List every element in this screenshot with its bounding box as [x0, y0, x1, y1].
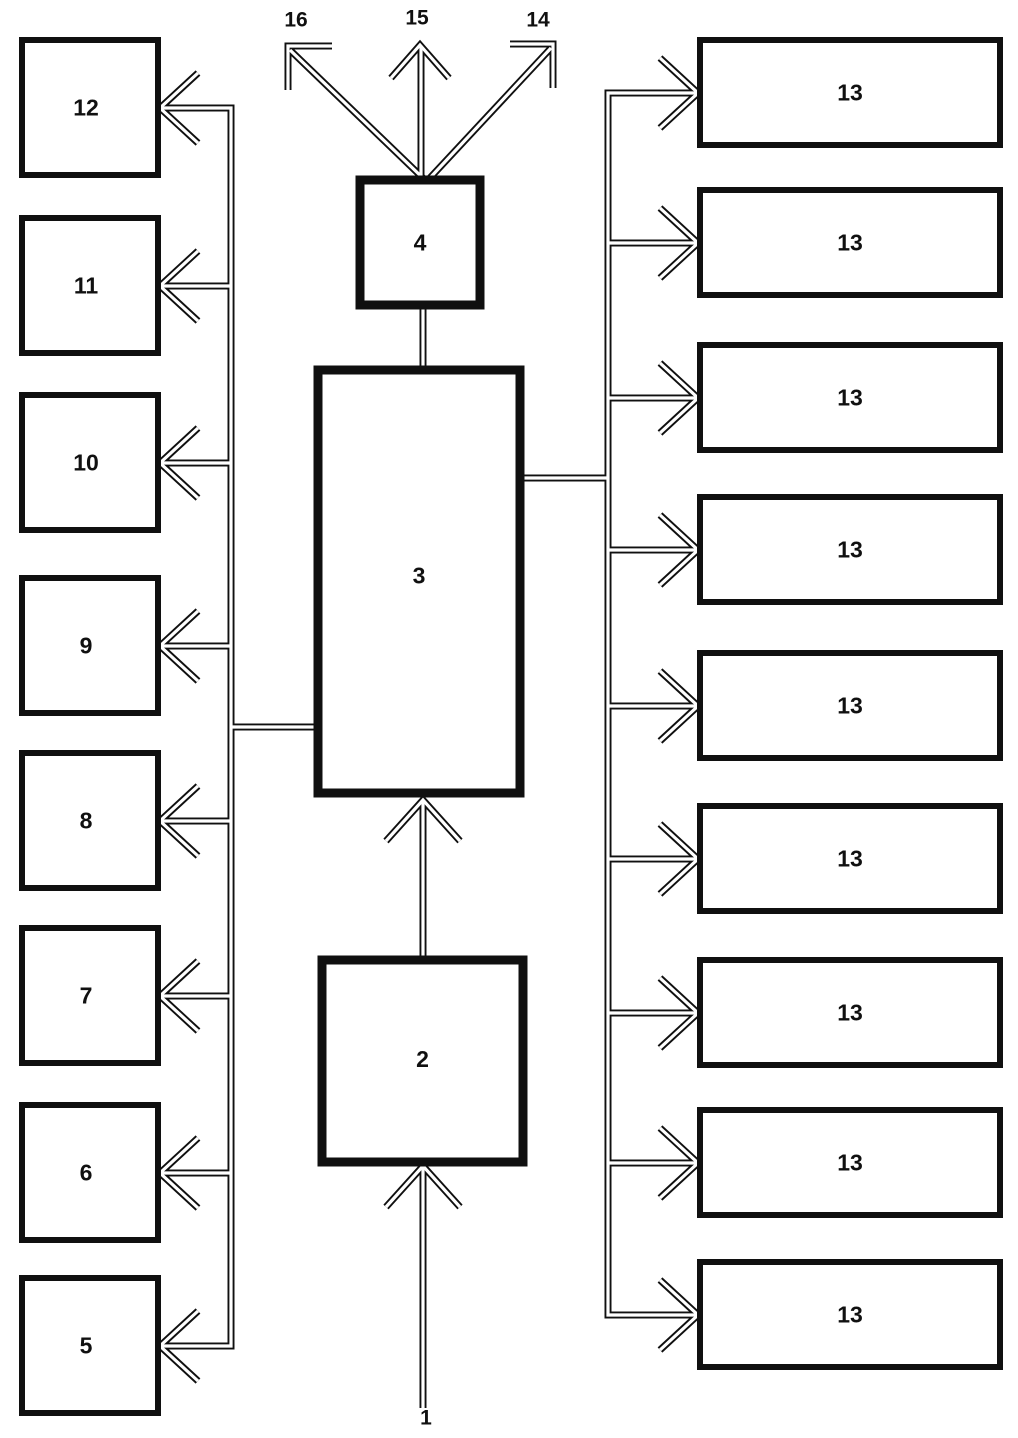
right-box	[697, 650, 1003, 761]
output-up-arrow-label: 15	[405, 7, 429, 30]
left-box-label: 6	[80, 1160, 93, 1186]
left-box-label: 10	[73, 450, 99, 476]
right-box	[697, 1107, 1003, 1218]
right-box-label: 13	[837, 846, 863, 872]
left-box	[19, 750, 161, 891]
left-box	[19, 1102, 161, 1243]
right-box	[697, 187, 1003, 298]
left-box-label: 7	[80, 983, 93, 1009]
right-box-label: 13	[837, 693, 863, 719]
left-box-label: 12	[73, 95, 99, 121]
right-box-label: 13	[837, 537, 863, 563]
left-box	[19, 925, 161, 1066]
left-box	[19, 575, 161, 716]
right-box-label: 13	[837, 230, 863, 256]
left-box-label: 8	[80, 808, 93, 834]
connector-core	[384, 797, 462, 843]
connector-core	[389, 42, 451, 80]
main-center-box-label: 3	[413, 563, 426, 589]
right-box	[697, 803, 1003, 914]
left-box	[19, 1275, 161, 1416]
bottom-center-box-label: 2	[416, 1046, 429, 1072]
left-box-label: 5	[80, 1333, 93, 1359]
connector-core	[288, 48, 427, 182]
right-box-label: 13	[837, 1302, 863, 1328]
right-box	[697, 1259, 1003, 1370]
right-box-label: 13	[837, 80, 863, 106]
left-box	[19, 215, 161, 356]
left-box-label: 11	[74, 273, 99, 299]
right-box	[697, 37, 1003, 148]
left-box	[19, 37, 161, 178]
right-box	[697, 494, 1003, 605]
connector-core	[510, 42, 555, 88]
right-box	[697, 957, 1003, 1068]
output-left-arrow-label: 16	[284, 9, 307, 32]
connector-core	[426, 46, 553, 182]
left-box-label: 9	[80, 633, 93, 659]
bottom-center-box	[317, 955, 528, 1167]
main-center-box	[313, 365, 525, 798]
connector-core	[286, 44, 332, 90]
right-box-label: 13	[837, 1150, 863, 1176]
right-box	[697, 342, 1003, 453]
right-box-label: 13	[837, 1000, 863, 1026]
output-right-arrow-label: 14	[526, 9, 550, 32]
top-center-box-label: 4	[414, 230, 427, 256]
top-center-box	[355, 175, 485, 310]
right-box-label: 13	[837, 385, 863, 411]
input-arrow-label: 1	[420, 1407, 432, 1430]
connector-core	[606, 91, 696, 1317]
left-box	[19, 392, 161, 533]
